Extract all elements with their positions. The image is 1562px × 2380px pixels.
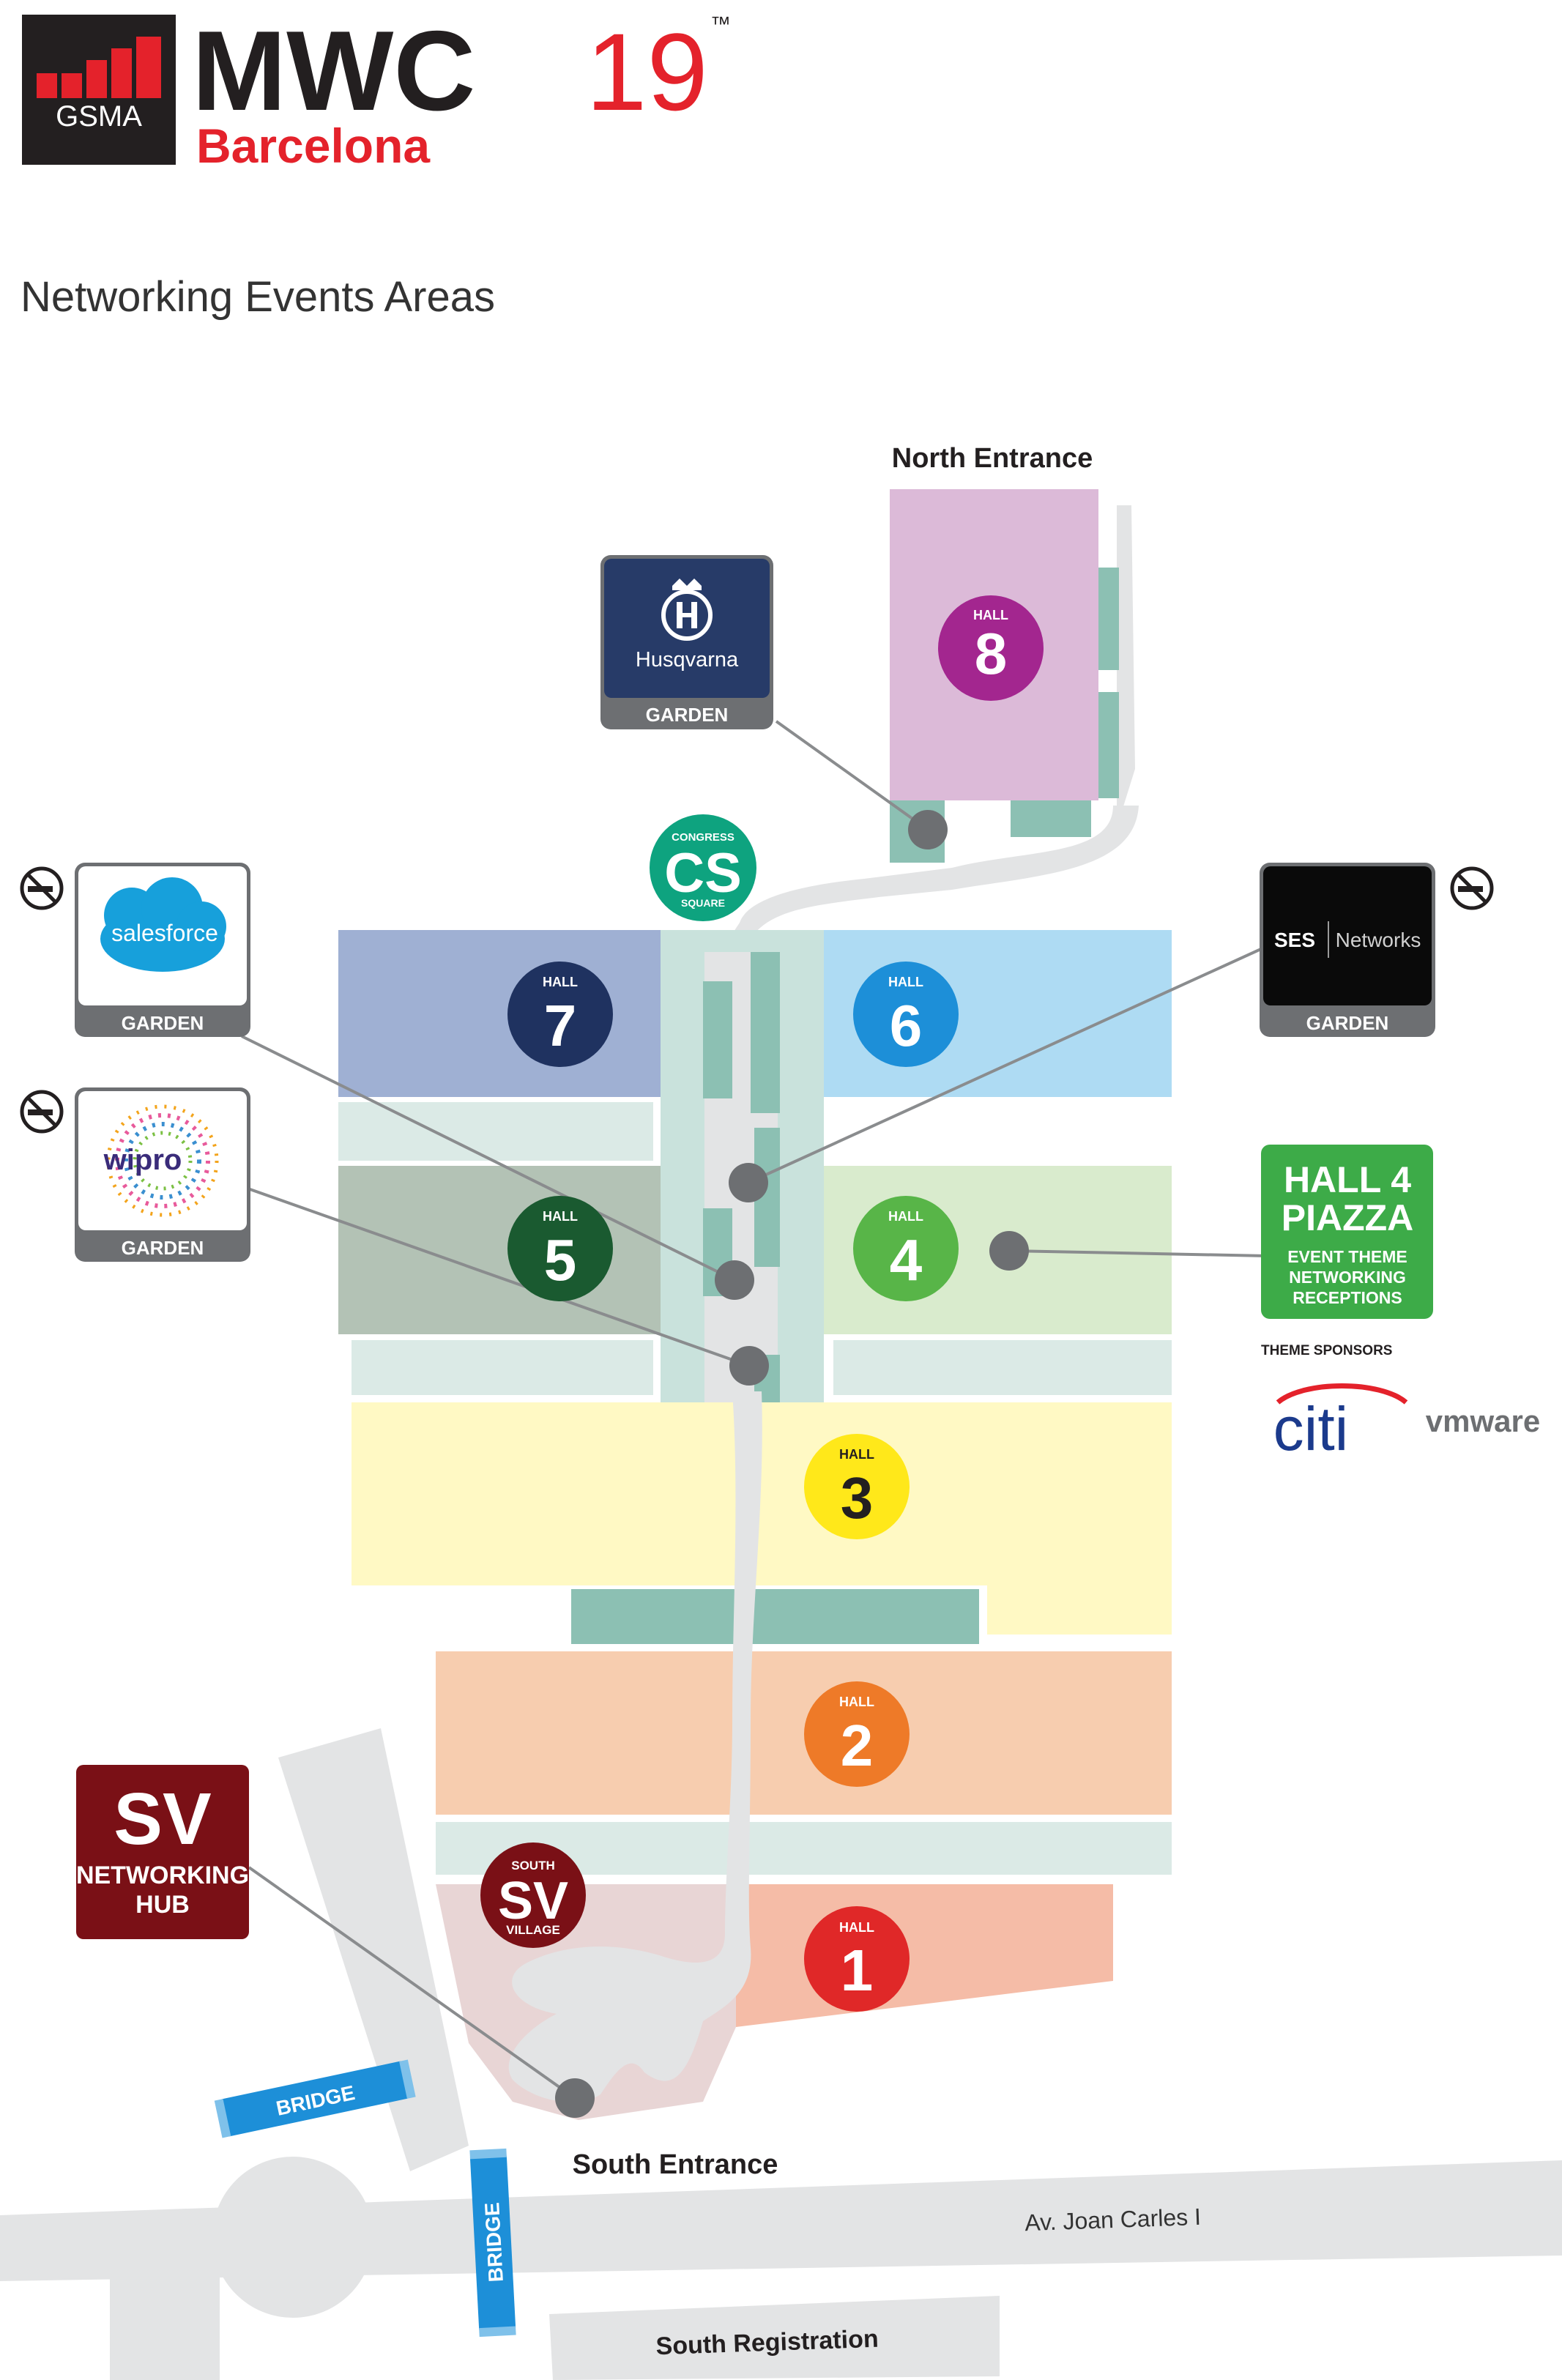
wipro-garden-card[interactable]: wipro GARDEN	[75, 1087, 250, 1262]
wipro-dots-icon	[106, 1104, 219, 1217]
walkway-5-3	[352, 1340, 653, 1395]
hall-8-badge[interactable]: HALL 8	[938, 595, 1044, 701]
walkway-5-7	[338, 1102, 653, 1161]
svg-text:7: 7	[544, 993, 577, 1058]
salesforce-garden-card[interactable]: salesforce GARDEN	[75, 863, 250, 1037]
svg-text:8: 8	[975, 621, 1008, 686]
north-walkway	[732, 806, 1139, 934]
svg-text:HALL: HALL	[839, 1920, 874, 1935]
svg-text:Husqvarna: Husqvarna	[636, 648, 739, 672]
sv-networking-hub-card[interactable]: SV NETWORKING HUB	[76, 1765, 249, 1939]
svg-text:GARDEN: GARDEN	[646, 704, 729, 726]
svg-text:HALL: HALL	[839, 1695, 874, 1709]
wipro-garden-dot[interactable]	[729, 1346, 769, 1386]
walkway-4-3	[833, 1340, 1172, 1395]
husqvarna-garden-card[interactable]: Husqvarna GARDEN	[600, 555, 773, 729]
svg-text:GARDEN: GARDEN	[122, 1237, 204, 1259]
hall-3-badge[interactable]: HALL 3	[804, 1434, 910, 1539]
svg-text:GARDEN: GARDEN	[122, 1012, 204, 1034]
svg-text:GARDEN: GARDEN	[1306, 1012, 1389, 1034]
svg-text:CS: CS	[664, 842, 742, 904]
bridge-lower: BRIDGE	[469, 2148, 516, 2338]
citi-logo: citi	[1273, 1383, 1408, 1463]
salesforce-garden-dot[interactable]	[715, 1260, 754, 1300]
south-walkway	[508, 1391, 762, 2102]
svg-text:SV: SV	[498, 1872, 568, 1930]
event-wordmark: MWC	[192, 7, 475, 134]
no-smoking-icon	[20, 1090, 64, 1134]
hall-2-area	[436, 1651, 1172, 1815]
svg-text:3: 3	[841, 1465, 874, 1531]
svg-text:PIAZZA: PIAZZA	[1282, 1197, 1414, 1238]
hall-2-badge[interactable]: HALL 2	[804, 1681, 910, 1787]
ses-garden-card[interactable]: SES Networks GARDEN	[1260, 863, 1435, 1037]
hall-4-badge[interactable]: HALL 4	[853, 1196, 959, 1301]
hall-7-badge[interactable]: HALL 7	[507, 962, 613, 1067]
hall-4-piazza-dot[interactable]	[989, 1231, 1029, 1271]
hall-6-badge[interactable]: HALL 6	[853, 962, 959, 1067]
svg-text:salesforce: salesforce	[111, 920, 218, 946]
theme-sponsors-label: THEME SPONSORS	[1261, 1343, 1392, 1358]
svg-text:HALL 4: HALL 4	[1284, 1159, 1411, 1200]
trademark: ™	[710, 12, 731, 35]
vmware-logo: vmware	[1426, 1404, 1540, 1438]
gsma-logo-text: GSMA	[56, 100, 142, 133]
south-entrance-label: South Entrance	[573, 2149, 778, 2180]
road-area	[0, 1728, 1562, 2380]
salesforce-cloud-icon	[100, 877, 226, 972]
svg-text:HALL: HALL	[888, 1209, 923, 1224]
svg-text:Networks: Networks	[1336, 929, 1421, 951]
hall-1-badge[interactable]: HALL 1	[804, 1906, 910, 2012]
svg-text:HALL: HALL	[839, 1447, 874, 1462]
city-name: Barcelona	[196, 119, 431, 173]
svg-text:HALL: HALL	[888, 975, 923, 989]
svg-text:NETWORKING: NETWORKING	[76, 1862, 249, 1889]
page-title: Networking Events Areas	[21, 273, 495, 321]
event-year: 19	[586, 10, 708, 133]
svg-text:4: 4	[890, 1227, 923, 1293]
husqvarna-garden-dot[interactable]	[908, 810, 948, 849]
hall-3-area	[352, 1402, 1172, 1644]
ses-garden-dot[interactable]	[729, 1163, 768, 1202]
hall-1-area	[736, 1884, 1113, 2027]
bridge-upper: BRIDGE	[214, 2059, 416, 2138]
svg-text:BRIDGE: BRIDGE	[480, 2202, 507, 2283]
gsma-bars-icon	[37, 37, 161, 98]
svg-text:NETWORKING: NETWORKING	[1289, 1268, 1406, 1287]
svg-text:HUB: HUB	[135, 1891, 190, 1919]
svg-text:EVENT THEME: EVENT THEME	[1287, 1247, 1407, 1266]
hall-4-piazza-card[interactable]: HALL 4 PIAZZA EVENT THEME NETWORKING REC…	[1261, 1145, 1433, 1319]
husqvarna-crown-icon	[661, 579, 713, 641]
svg-text:HALL: HALL	[543, 975, 578, 989]
no-smoking-icon	[1450, 866, 1494, 910]
svg-text:SQUARE: SQUARE	[681, 897, 725, 909]
gsma-logo: GSMA	[22, 15, 176, 165]
sv-networking-hub-dot[interactable]	[555, 2078, 595, 2118]
svg-text:SOUTH: SOUTH	[511, 1859, 555, 1873]
svg-text:wipro: wipro	[103, 1144, 182, 1176]
svg-text:2: 2	[841, 1713, 874, 1778]
svg-text:CONGRESS: CONGRESS	[672, 831, 734, 844]
svg-text:VILLAGE: VILLAGE	[506, 1923, 560, 1937]
svg-text:1: 1	[841, 1938, 874, 2003]
south-village-badge[interactable]: SOUTH SV VILLAGE	[480, 1842, 586, 1948]
svg-text:6: 6	[890, 993, 923, 1058]
svg-text:SES: SES	[1274, 929, 1315, 951]
connector-lines	[241, 720, 1271, 2100]
svg-text:HALL: HALL	[543, 1209, 578, 1224]
svg-text:citi: citi	[1273, 1394, 1349, 1463]
no-smoking-icon	[20, 866, 64, 910]
hall-5-badge[interactable]: HALL 5	[507, 1196, 613, 1301]
location-dots	[555, 810, 1029, 2118]
svg-text:SV: SV	[114, 1778, 212, 1860]
svg-text:RECEPTIONS: RECEPTIONS	[1293, 1288, 1402, 1307]
congress-square-badge[interactable]: CONGRESS CS SQUARE	[650, 814, 756, 921]
north-entrance-label: North Entrance	[892, 443, 1093, 474]
road-label: Av. Joan Carles I	[1024, 2204, 1202, 2236]
svg-text:5: 5	[544, 1227, 577, 1293]
svg-text:HALL: HALL	[973, 608, 1008, 622]
